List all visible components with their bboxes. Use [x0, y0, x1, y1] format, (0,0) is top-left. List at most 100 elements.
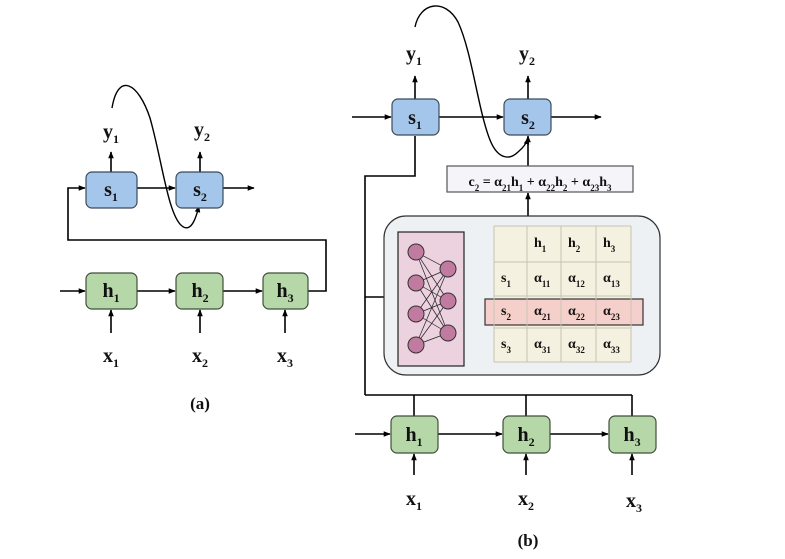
- symbol-base: α: [582, 175, 590, 190]
- b-decoder-state-s2: [503, 98, 552, 136]
- a-label-s2: s2​: [193, 179, 207, 204]
- symbol-base: x: [518, 488, 528, 510]
- table-row-header: s3​: [501, 337, 511, 355]
- b-label-h1: h1​: [405, 424, 422, 449]
- b-caption: (b): [518, 531, 539, 550]
- symbol-subscript: 3: [607, 183, 612, 193]
- symbol-subscript: 3: [506, 345, 511, 355]
- symbol-subscript: 1: [519, 183, 524, 193]
- symbol-subscript: 1: [112, 190, 118, 204]
- symbol-subscript: 1: [416, 499, 422, 513]
- symbol-subscript: 22: [576, 312, 586, 322]
- a-encoder-state-h2: [175, 272, 224, 310]
- symbol-subscript: 3: [636, 501, 642, 515]
- symbol-base: α: [538, 175, 546, 190]
- symbol-base: α: [534, 337, 542, 352]
- symbol-subscript: 22: [546, 183, 556, 193]
- symbol-base: h: [517, 424, 528, 446]
- symbol-subscript: 2: [201, 190, 207, 204]
- input-neuron: [407, 274, 425, 292]
- a-decoder-state-s1: [85, 171, 138, 209]
- a-label-x1: x1​: [103, 345, 119, 370]
- formula-operator: =: [479, 175, 494, 190]
- b-encoder-state-h3: [608, 415, 657, 454]
- b-label-x1: x1​: [406, 488, 422, 513]
- symbol-base: h: [599, 175, 607, 190]
- b-label-h2: h2​: [517, 424, 534, 449]
- b-encoder-state-h1: [390, 415, 439, 454]
- table-cell-attention-weight: α33​: [603, 337, 620, 355]
- symbol-base: s: [408, 107, 416, 129]
- b-encoder-state-h2: [502, 415, 551, 454]
- symbol-base: h: [405, 424, 416, 446]
- a-label-x2: x2​: [192, 345, 208, 370]
- symbol-subscript: 33: [611, 345, 621, 355]
- symbol-subscript: 32: [576, 345, 586, 355]
- symbol-subscript: 11: [542, 279, 551, 289]
- symbol-subscript: 2: [506, 312, 511, 322]
- panel-b: c2​ = α21​h1​ + α22​h2​ + α23​h3​ h1​h2​…: [352, 5, 661, 550]
- table-cell-attention-weight: α22​: [568, 304, 585, 322]
- a-caption: (a): [190, 394, 210, 413]
- input-neuron: [407, 243, 425, 261]
- a-label-s1: s1​: [104, 179, 118, 204]
- symbol-base: α: [603, 271, 611, 286]
- symbol-base: α: [534, 271, 542, 286]
- b-label-y2: y2​: [519, 43, 535, 68]
- a-label-y1: y1​: [103, 121, 119, 146]
- table-column-header: h3​: [603, 236, 616, 254]
- symbol-base: h: [276, 280, 287, 302]
- attention-network-graph: [407, 243, 457, 354]
- symbol-subscript: 2: [475, 183, 480, 193]
- input-neuron: [407, 336, 425, 354]
- symbol-base: s: [521, 107, 529, 129]
- a-label-h1: h1​: [102, 280, 119, 305]
- network-connection: [415, 300, 449, 346]
- symbol-base: y: [406, 43, 416, 65]
- symbol-base: y: [519, 43, 529, 65]
- symbol-base: s: [501, 337, 507, 352]
- symbol-subscript: 1: [417, 435, 423, 449]
- b-label-h3: h3​: [623, 424, 640, 449]
- symbol-base: α: [494, 175, 502, 190]
- b-decoder-state-s1: [391, 98, 440, 136]
- symbol-base: h: [191, 280, 202, 302]
- table-cell-attention-weight: α23​: [603, 304, 620, 322]
- a-encoder-state-h1: [85, 272, 138, 310]
- network-connection: [415, 268, 449, 315]
- symbol-base: x: [192, 345, 202, 367]
- symbol-base: h: [534, 236, 542, 251]
- context-formula-box: [446, 165, 634, 193]
- symbol-subscript: 2: [528, 499, 534, 513]
- symbol-subscript: 1: [114, 291, 120, 305]
- symbol-base: α: [603, 304, 611, 319]
- symbol-subscript: 1: [113, 132, 119, 146]
- symbol-base: s: [193, 179, 201, 201]
- output-neuron: [439, 324, 457, 342]
- table-cell-attention-weight: α12​: [568, 271, 585, 289]
- symbol-base: y: [103, 121, 113, 143]
- input-neuron: [407, 305, 425, 323]
- symbol-subscript: 3: [635, 435, 641, 449]
- symbol-subscript: 3: [288, 291, 294, 305]
- table-column-header: h2​: [568, 236, 581, 254]
- network-connection: [415, 268, 449, 346]
- output-neuron: [439, 292, 457, 310]
- symbol-base: α: [568, 304, 576, 319]
- context-formula: c2​ = α21​h1​ + α22​h2​ + α23​h3​: [468, 175, 612, 193]
- b-label-s1: s1​: [408, 107, 422, 132]
- symbol-subscript: 3: [611, 244, 616, 254]
- a-encoder-state-h3: [262, 272, 309, 310]
- table-background: [494, 226, 631, 362]
- symbol-subscript: 1: [506, 279, 511, 289]
- a-label-y2: y2​: [194, 119, 210, 144]
- symbol-subscript: 2: [563, 183, 568, 193]
- symbol-base: α: [603, 337, 611, 352]
- a-label-h3: h3​: [276, 280, 293, 305]
- symbol-subscript: 2: [529, 54, 535, 68]
- formula-operator: +: [567, 175, 582, 190]
- symbol-base: y: [194, 119, 204, 141]
- symbol-base: x: [103, 345, 113, 367]
- symbol-subscript: 1: [542, 244, 547, 254]
- symbol-subscript: 1: [113, 356, 119, 370]
